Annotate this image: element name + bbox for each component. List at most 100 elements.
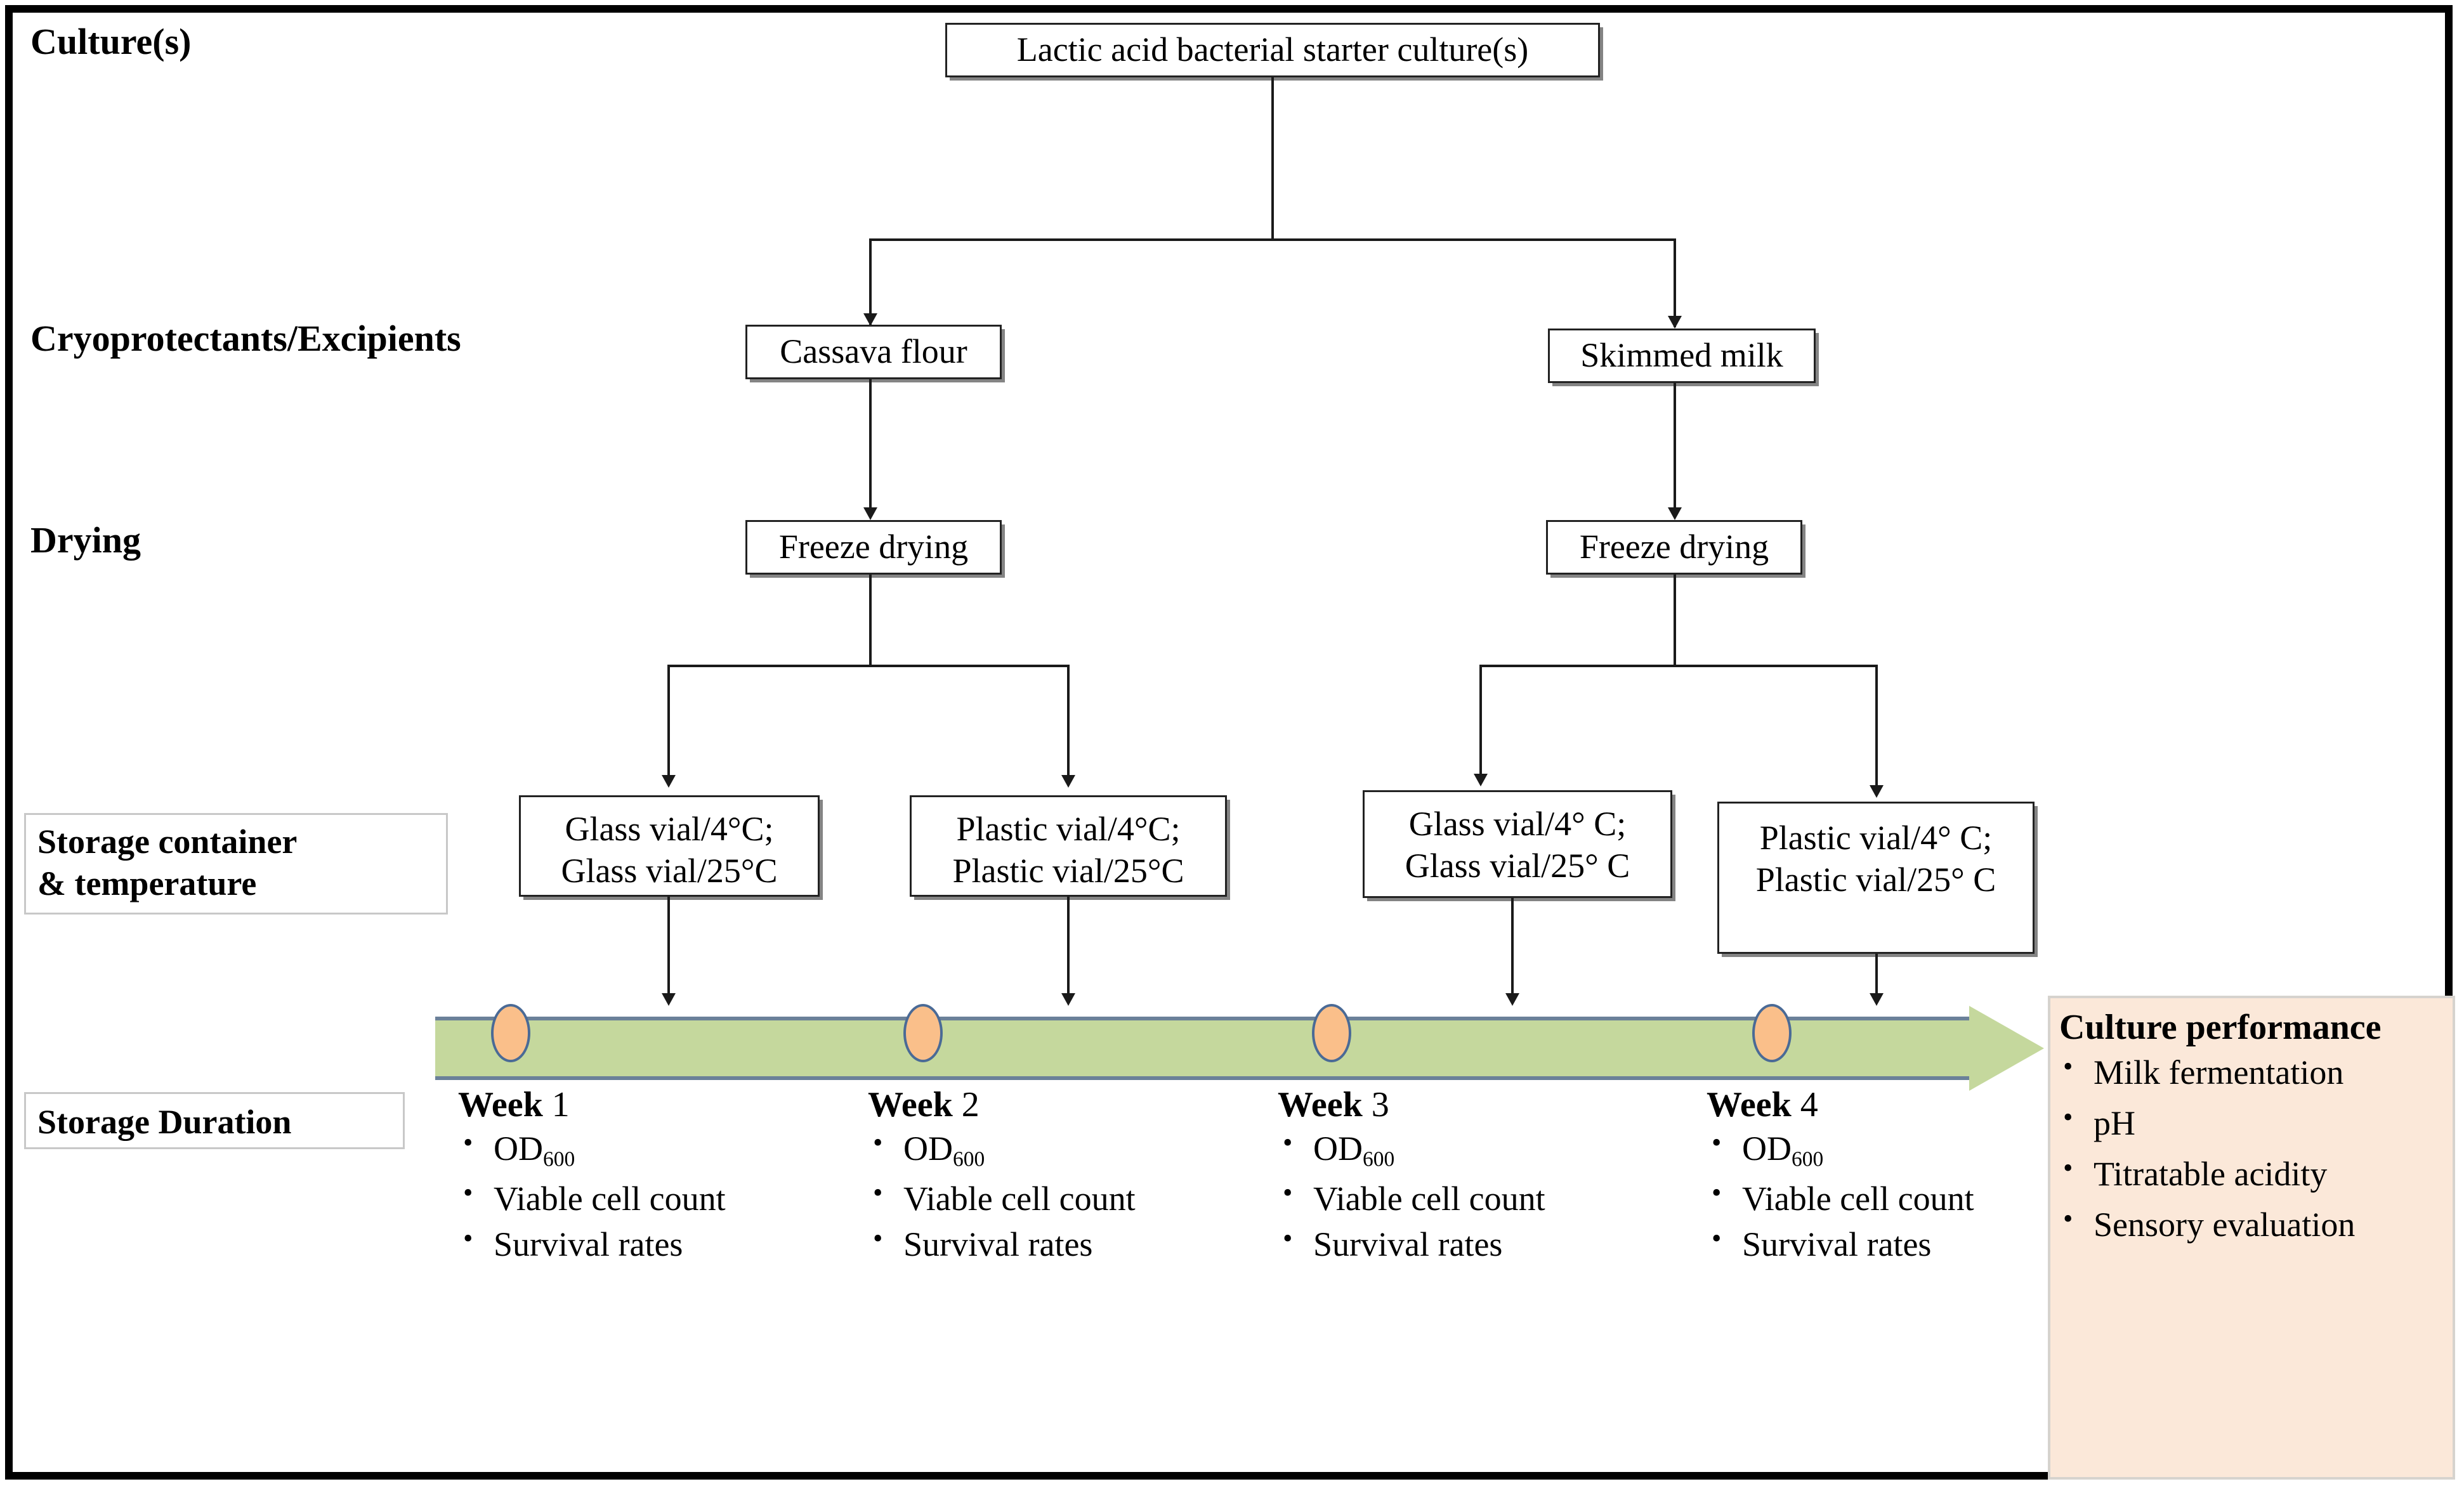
- connector-storage-2-to-timeline: [1067, 897, 1070, 996]
- connector-storage-1-to-timeline: [667, 897, 670, 996]
- list-item: OD600: [868, 1129, 1136, 1171]
- arrowhead-to-freeze-drying-right: [1668, 507, 1682, 520]
- connector-root-split: [869, 238, 1676, 241]
- week-2-item-0-subscript: 600: [953, 1147, 985, 1171]
- arrowhead-to-storage-2: [1061, 775, 1075, 788]
- week-1-item-0: OD: [494, 1130, 543, 1168]
- week-3-list: OD600 Viable cell count Survival rates: [1278, 1129, 1545, 1261]
- timeline-marker-week1: [491, 1004, 530, 1062]
- connector-drying-left-split: [667, 665, 1070, 667]
- week-4-item-0: OD: [1742, 1130, 1792, 1168]
- list-item: Viable cell count: [868, 1179, 1136, 1216]
- week-2-title-word: Week: [868, 1085, 953, 1124]
- week-1-title: Week 1: [458, 1087, 726, 1123]
- node-storage-plastic-left[interactable]: Plastic vial/4°C; Plastic vial/25°C: [910, 795, 1227, 897]
- node-storage-plastic-right-line1: Plastic vial/4° C;: [1759, 819, 1993, 857]
- week-4-title-word: Week: [1707, 1085, 1792, 1124]
- culture-performance-panel: Culture performance Milk fermentation pH…: [2048, 996, 2455, 1480]
- arrowhead-to-storage-3: [1474, 774, 1488, 786]
- list-item: Milk fermentation: [2059, 1050, 2446, 1092]
- row-label-drying: Drying: [30, 519, 141, 561]
- culture-performance-list: Milk fermentation pH Titratable acidity …: [2059, 1050, 2446, 1244]
- arrowhead-to-storage-1: [662, 775, 676, 788]
- week-3-title: Week 3: [1278, 1087, 1545, 1123]
- list-item: Titratable acidity: [2059, 1152, 2446, 1194]
- connector-storage-3-to-timeline: [1511, 898, 1514, 996]
- week-block-4: Week 4 OD600 Viable cell count Survival …: [1707, 1087, 1974, 1273]
- list-item: Survival rates: [458, 1225, 726, 1261]
- week-1-title-number: [543, 1085, 552, 1124]
- week-2-list: OD600 Viable cell count Survival rates: [868, 1129, 1136, 1261]
- node-freeze-drying-left[interactable]: Freeze drying: [745, 520, 1002, 575]
- arrowhead-timeline-week3: [1505, 993, 1519, 1006]
- connector-drying-left-branch-b: [1067, 665, 1070, 785]
- timeline-marker-week2: [903, 1004, 943, 1062]
- arrowhead-timeline-week4: [1870, 993, 1884, 1006]
- week-4-list: OD600 Viable cell count Survival rates: [1707, 1129, 1974, 1261]
- week-2-item-0: OD: [903, 1130, 953, 1168]
- week-block-2: Week 2 OD600 Viable cell count Survival …: [868, 1087, 1136, 1273]
- node-root-culture[interactable]: Lactic acid bacterial starter culture(s): [945, 23, 1600, 77]
- connector-storage-4-to-timeline: [1875, 954, 1878, 996]
- list-item: Viable cell count: [458, 1179, 726, 1216]
- row-label-storage-container: Storage container & temperature: [24, 813, 448, 915]
- week-4-title: Week 4: [1707, 1087, 1974, 1123]
- list-item: OD600: [1707, 1129, 1974, 1171]
- node-freeze-drying-right[interactable]: Freeze drying: [1546, 520, 1802, 575]
- list-item: OD600: [458, 1129, 726, 1170]
- connector-root-stem: [1271, 77, 1274, 240]
- connector-drying-right-branch-b: [1875, 665, 1878, 795]
- week-2-number: 2: [961, 1085, 980, 1124]
- row-label-cultures: Culture(s): [30, 21, 192, 62]
- node-storage-glass-left-line1: Glass vial/4°C;: [565, 810, 774, 848]
- row-label-storage-duration: Storage Duration: [24, 1092, 405, 1149]
- list-item: Survival rates: [1278, 1225, 1545, 1261]
- node-freeze-drying-left-label: Freeze drying: [778, 528, 969, 566]
- week-1-title-word: Week: [458, 1085, 543, 1124]
- week-4-item-0-subscript: 600: [1792, 1147, 1824, 1171]
- node-freeze-drying-right-label: Freeze drying: [1579, 528, 1769, 566]
- list-item: Viable cell count: [1707, 1179, 1974, 1216]
- list-item: OD600: [1278, 1129, 1545, 1170]
- node-cassava-flour-label: Cassava flour: [780, 332, 967, 371]
- connector-root-left-drop: [869, 238, 872, 325]
- arrowhead-timeline-week2: [1061, 993, 1075, 1006]
- week-3-item-0: OD: [1313, 1130, 1363, 1168]
- connector-skimmed-to-drying: [1674, 383, 1676, 512]
- node-skimmed-milk-label: Skimmed milk: [1580, 336, 1783, 375]
- connector-cassava-to-drying: [869, 379, 872, 512]
- arrowhead-timeline-week1: [662, 993, 676, 1006]
- node-storage-glass-right-line1: Glass vial/4° C;: [1408, 805, 1627, 843]
- node-storage-plastic-right[interactable]: Plastic vial/4° C; Plastic vial/25° C: [1717, 802, 2035, 954]
- node-storage-plastic-left-line2: Plastic vial/25°C: [952, 851, 1184, 890]
- list-item: Survival rates: [868, 1225, 1136, 1261]
- storage-container-line1: Storage container: [37, 823, 298, 861]
- row-label-cryoprotectants: Cryoprotectants/Excipients: [30, 318, 461, 359]
- week-block-1: Week 1 OD600 Viable cell count Survival …: [458, 1087, 726, 1273]
- connector-drying-left-stem: [869, 575, 872, 667]
- timeline-marker-week3: [1312, 1004, 1351, 1062]
- storage-container-line2: & temperature: [37, 864, 257, 902]
- arrowhead-to-cassava-flour: [863, 313, 877, 326]
- week-3-number: 3: [1371, 1085, 1389, 1124]
- arrowhead-to-skimmed-milk: [1668, 316, 1682, 329]
- node-storage-plastic-right-line2: Plastic vial/25° C: [1755, 860, 1996, 899]
- week-2-title-space: [953, 1085, 962, 1124]
- timeline-marker-week4: [1752, 1004, 1792, 1062]
- week-1-number: 1: [551, 1085, 570, 1124]
- storage-duration-line1: Storage Duration: [37, 1103, 292, 1141]
- node-storage-glass-left-line2: Glass vial/25°C: [561, 851, 778, 890]
- list-item: Sensory evaluation: [2059, 1202, 2446, 1244]
- week-1-list: OD600 Viable cell count Survival rates: [458, 1129, 726, 1261]
- week-block-3: Week 3 OD600 Viable cell count Survival …: [1278, 1087, 1545, 1273]
- list-item: pH: [2059, 1101, 2446, 1143]
- connector-drying-right-split: [1479, 665, 1878, 667]
- node-storage-glass-right[interactable]: Glass vial/4° C; Glass vial/25° C: [1363, 790, 1672, 898]
- timeline-arrowhead: [1969, 1006, 2044, 1091]
- node-storage-plastic-left-line1: Plastic vial/4°C;: [956, 810, 1181, 848]
- node-cassava-flour[interactable]: Cassava flour: [745, 325, 1002, 379]
- node-storage-glass-left[interactable]: Glass vial/4°C; Glass vial/25°C: [519, 795, 820, 897]
- week-4-title-space: [1792, 1085, 1800, 1124]
- node-skimmed-milk[interactable]: Skimmed milk: [1548, 329, 1816, 383]
